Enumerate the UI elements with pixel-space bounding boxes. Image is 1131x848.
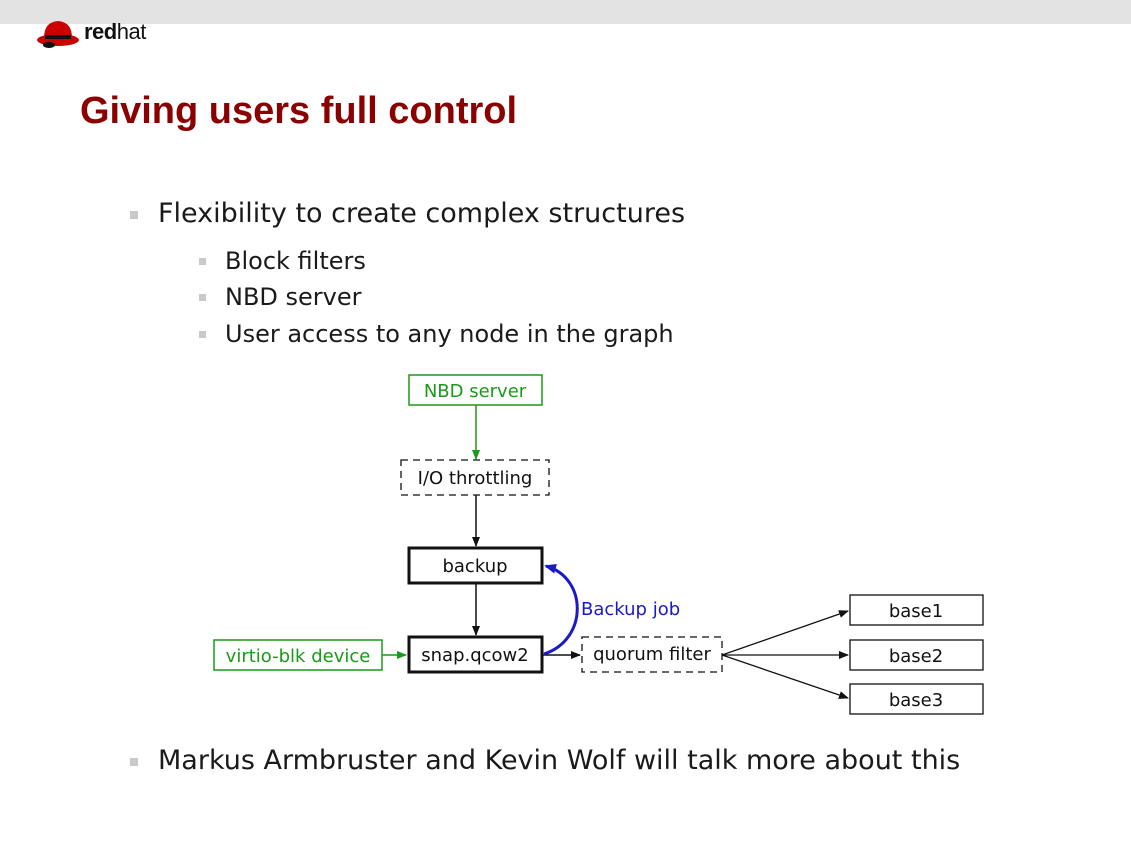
node-quorum-filter: quorum filter	[593, 644, 711, 665]
node-virtio-blk: virtio-blk device	[226, 646, 371, 667]
shadowman-icon	[37, 21, 79, 48]
node-nbd-server-box	[408, 374, 543, 406]
node-backup-box	[407, 546, 544, 585]
node-quorum-filter-box	[581, 636, 723, 673]
redhat-logo: redhat	[36, 14, 146, 50]
node-base2: base2	[889, 646, 943, 667]
node-base2-box	[849, 639, 984, 671]
sub-bullet-item: Block filters	[199, 247, 366, 275]
bullet-square-icon	[199, 294, 206, 301]
edge-label-backup-job: Backup job	[581, 599, 680, 620]
node-io-throttling: I/O throttling	[418, 468, 533, 489]
bullet-square-icon	[130, 758, 138, 766]
bullet-square-icon	[130, 211, 138, 219]
node-io-throttling-box	[400, 459, 550, 496]
node-nbd-server: NBD server	[424, 381, 527, 402]
bullet-item: Markus Armbruster and Kevin Wolf will ta…	[130, 745, 960, 776]
sub-bullet-item: User access to any node in the graph	[199, 320, 674, 348]
node-base3: base3	[889, 690, 943, 711]
top-bar	[0, 0, 1131, 24]
bullet-square-icon	[199, 331, 206, 338]
node-snap-qcow2-box	[407, 635, 544, 674]
node-virtio-blk-box	[213, 639, 383, 671]
sub-bullet-item: NBD server	[199, 283, 362, 311]
node-base1: base1	[889, 601, 943, 622]
slide-title: Giving users full control	[80, 90, 518, 132]
edge-quorum-to-base1	[721, 610, 849, 656]
edge-backup-job	[543, 563, 579, 656]
bullet-square-icon	[199, 258, 206, 265]
node-base3-box	[849, 683, 984, 715]
bullet-item: Flexibility to create complex structures	[130, 198, 685, 229]
node-base1-box	[849, 594, 984, 626]
node-backup: backup	[442, 556, 507, 577]
node-snap-qcow2: snap.qcow2	[421, 645, 528, 666]
edge-quorum-to-base3	[721, 654, 849, 699]
brand-name: redhat	[84, 19, 146, 44]
